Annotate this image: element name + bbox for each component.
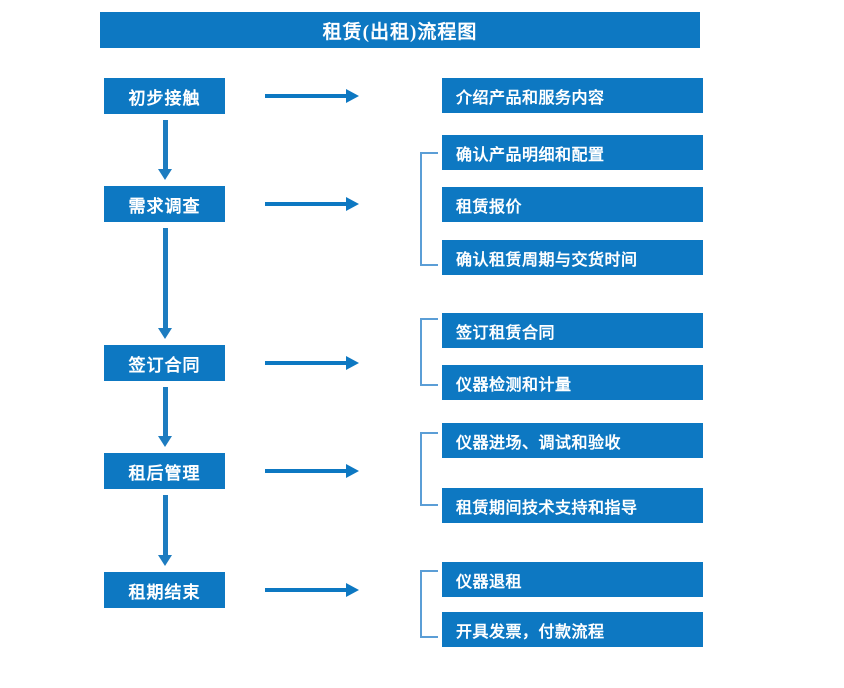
detail-box-invoice-payment-process[interactable]: 开具发票，付款流程 — [442, 612, 703, 647]
detail-box-sign-rental-contract[interactable]: 签订租赁合同 — [442, 313, 703, 348]
arrow-stage-1-to-details — [265, 89, 359, 103]
detail-box-confirm-product-details-config[interactable]: 确认产品明细和配置 — [442, 135, 703, 170]
arrow-management-to-end — [158, 495, 173, 566]
bracket-management-group — [420, 432, 438, 506]
arrow-stage-3-to-details — [265, 356, 359, 370]
flowchart-title: 租赁(出租)流程图 — [100, 12, 700, 48]
stage-box-post-rental-management[interactable]: 租后管理 — [104, 453, 225, 489]
stage-box-initial-contact[interactable]: 初步接触 — [104, 78, 225, 114]
bracket-end-group — [420, 570, 438, 638]
arrow-contact-to-survey — [158, 120, 173, 180]
detail-box-instrument-return[interactable]: 仪器退租 — [442, 562, 703, 597]
bracket-survey-group — [420, 152, 438, 266]
detail-box-technical-support-during-rental[interactable]: 租赁期间技术支持和指导 — [442, 488, 703, 523]
detail-box-instrument-entry-commissioning-acceptance[interactable]: 仪器进场、调试和验收 — [442, 423, 703, 458]
arrow-stage-5-to-details — [265, 583, 359, 597]
detail-box-instrument-inspection-metering[interactable]: 仪器检测和计量 — [442, 365, 703, 400]
arrow-contract-to-management — [158, 387, 173, 447]
stage-box-sign-contract[interactable]: 签订合同 — [104, 345, 225, 381]
stage-box-requirement-survey[interactable]: 需求调查 — [104, 186, 225, 222]
arrow-stage-4-to-details — [265, 464, 359, 478]
detail-box-confirm-rental-period-delivery[interactable]: 确认租赁周期与交货时间 — [442, 240, 703, 275]
detail-box-rental-quotation[interactable]: 租赁报价 — [442, 187, 703, 222]
stage-box-rental-end[interactable]: 租期结束 — [104, 572, 225, 608]
arrow-stage-2-to-details — [265, 197, 359, 211]
bracket-contract-group — [420, 318, 438, 386]
arrow-survey-to-contract — [158, 228, 173, 339]
detail-box-introduce-products-services[interactable]: 介绍产品和服务内容 — [442, 78, 703, 113]
